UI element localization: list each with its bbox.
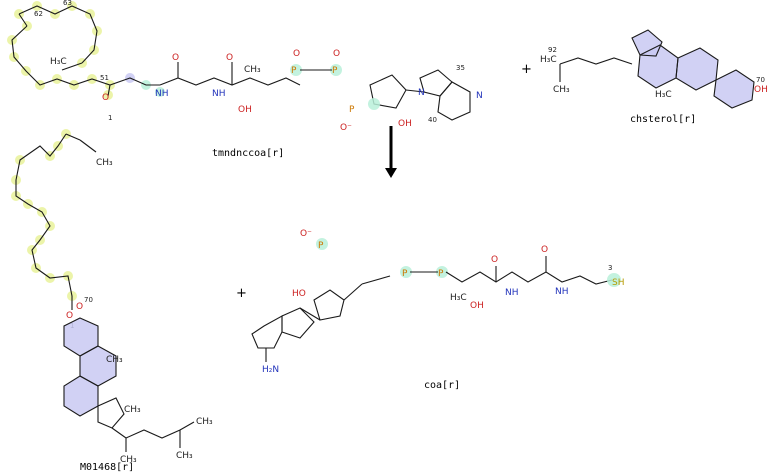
plus-sign-substrates: + — [521, 62, 532, 77]
m01468-methyl-end-2: CH₃ — [176, 451, 193, 461]
m01468-methyl-top: CH₃ — [96, 158, 113, 168]
coa-hydroxyl: OH — [470, 301, 484, 311]
coa-amide-oxygen-2: O — [541, 245, 548, 255]
tmndnccoa-ribose-oh: OH — [398, 119, 412, 129]
tmndnccoa-structure: O H₃C 63 62 51 1 O O NH NH OH CH₃ P P O … — [7, 0, 483, 133]
tmndnccoa-methyl-a: CH₃ — [244, 65, 261, 75]
tmndnccoa-phosphorus-3: P — [349, 105, 355, 115]
coa-phosphorus-1: P — [438, 269, 444, 279]
chsterol-methyl-2: CH₃ — [553, 85, 570, 95]
tmndnccoa-nh-1: NH — [155, 89, 169, 99]
tmndnccoa-nh-2: NH — [212, 89, 226, 99]
tmndnccoa-caption: tmndnccoa[r] — [212, 148, 284, 159]
coa-amine: H₂N — [262, 365, 279, 375]
atom-label: 3 — [608, 264, 612, 272]
m01468-structure: CH₃ O O 1 70 CH₃ CH₃ CH₃ CH₃ CH₃ — [11, 129, 213, 465]
atom-label: 35 — [456, 64, 465, 72]
m01468-caption: M01468[r] — [80, 462, 134, 473]
atom-label: 63 — [63, 0, 72, 7]
coa-ribose-oh: HO — [292, 289, 306, 299]
tmndnccoa-amide-oxygen-2: O — [226, 53, 233, 63]
tmndnccoa-hydroxyl: OH — [238, 105, 252, 115]
coa-amide-oxygen-1: O — [491, 255, 498, 265]
m01468-methyl-ring-2: CH₃ — [124, 405, 141, 415]
atom-label: 51 — [100, 74, 109, 82]
coa-phosphorus-2: P — [402, 269, 408, 279]
tmndnccoa-amino-n: N — [476, 91, 483, 101]
m01468-methyl-end-1: CH₃ — [196, 417, 213, 427]
tmndnccoa-phosphate-minus: O⁻ — [340, 123, 352, 133]
tmndnccoa-phosphorus-2: P — [332, 66, 338, 76]
tmndnccoa-adenine-n: N — [418, 88, 425, 98]
chsterol-hydroxyl: OH — [754, 85, 768, 95]
tmndnccoa-amide-oxygen-1: O — [172, 53, 179, 63]
m01468-methyl-chain: CH₃ — [120, 455, 137, 465]
coa-nh-1: NH — [505, 288, 519, 298]
m01468-carbonyl-oxygen: O — [66, 311, 73, 321]
tmndnccoa-phosphorus-1: P — [291, 66, 297, 76]
coa-thiol: SH — [612, 278, 624, 288]
tmndnccoa-p-oxygen-2: O — [333, 49, 340, 59]
chsterol-caption: chsterol[r] — [630, 114, 696, 125]
tmndnccoa-highlight — [7, 1, 165, 100]
coa-p3-oxygen: O⁻ — [300, 229, 312, 239]
chsterol-methyl-1: H₃C — [540, 55, 557, 65]
tmndnccoa-p-oxygen-1: O — [293, 49, 300, 59]
atom-label: 1 — [108, 114, 112, 122]
plus-sign-products: + — [236, 286, 247, 301]
coa-phosphorus-3: P — [318, 241, 324, 251]
m01468-ester-oxygen: O — [76, 302, 83, 312]
atom-label: 70 — [84, 296, 93, 304]
atom-label: 92 — [548, 46, 557, 54]
coa-caption: coa[r] — [424, 380, 460, 391]
coa-methyl: H₃C — [450, 293, 467, 303]
reaction-arrow — [385, 126, 397, 178]
chsterol-methyl-3: H₃C — [655, 90, 672, 100]
atom-label: 40 — [428, 116, 437, 124]
tmndnccoa-carbonyl-oxygen: O — [102, 93, 109, 103]
tmndnccoa-methyl-label: H₃C — [50, 57, 67, 67]
m01468-methyl-ring: CH₃ — [106, 355, 123, 365]
atom-label: 62 — [34, 10, 43, 18]
coa-structure: H₂N HO P O⁻ P P O O NH NH OH H₃C SH 3 — [251, 229, 624, 375]
atom-label: 70 — [756, 76, 765, 84]
chsterol-structure: H₃C CH₃ H₃C OH 92 70 — [540, 29, 768, 109]
coa-nh-2: NH — [555, 287, 569, 297]
